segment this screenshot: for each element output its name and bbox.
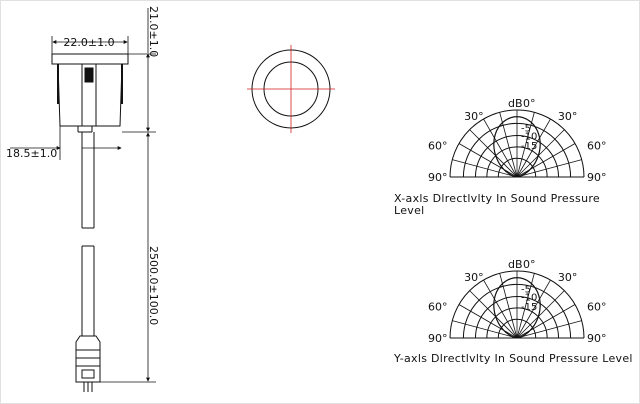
db-ring-label: -5: [521, 284, 531, 295]
polar-spoke: [516, 159, 582, 178]
angle-label: 30°: [558, 110, 578, 123]
polar-spoke: [452, 159, 518, 178]
dim-top-height: 21.0±1.0: [147, 6, 160, 57]
polar-spoke: [516, 118, 551, 178]
angle-label: 90°: [428, 171, 448, 184]
angle-label: 30°: [464, 110, 484, 123]
db-ring-label: -10: [521, 131, 537, 142]
dimension-lines: [10, 8, 156, 383]
y-axis-caption: Y-axls Dlrectlvlty In Sound Pressure Lev…: [394, 352, 633, 365]
polar-spoke: [483, 279, 518, 339]
polar-spoke: [516, 279, 551, 339]
directivity-lobe: [493, 116, 541, 177]
angle-label: 0°: [523, 97, 536, 110]
angle-label: 60°: [587, 140, 607, 153]
cable: [81, 132, 95, 336]
x-axis-caption: X-axls Dlrectlvlty In Sound Pressure Lev…: [394, 192, 600, 217]
polar-spoke: [516, 143, 576, 178]
dim-cable-length: 2500.0±100.0: [147, 246, 160, 325]
polar-spoke: [469, 290, 518, 339]
polar-spoke: [469, 129, 518, 178]
polar-spoke: [458, 143, 518, 178]
db-ring-label: -5: [521, 123, 531, 134]
db-ring-label: -15: [521, 302, 537, 313]
db-unit-label: dB: [508, 97, 523, 110]
angle-label: 30°: [464, 271, 484, 284]
directivity-lobe: [493, 277, 541, 338]
sensor-clip: [81, 63, 97, 127]
angle-label: 90°: [587, 332, 607, 345]
angle-label: 90°: [587, 171, 607, 184]
angle-label: 60°: [428, 140, 448, 153]
sensor-side-view: [51, 53, 129, 133]
db-ring-label: -10: [521, 292, 537, 303]
dim-body-width: 22.0±1.0: [63, 36, 114, 49]
angle-label: 30°: [558, 271, 578, 284]
db-unit-label: dB: [508, 258, 523, 271]
polar-spoke: [483, 118, 518, 178]
angle-label: 60°: [428, 301, 448, 314]
angle-label: 90°: [428, 332, 448, 345]
polar-spoke: [516, 129, 565, 178]
dim-side-offset: 18.5±1.0: [6, 147, 57, 160]
sensor-top-view: [247, 45, 335, 133]
connector-plug: [75, 335, 101, 392]
polar-spoke: [516, 320, 582, 339]
polar-spoke: [452, 320, 518, 339]
polar-spoke: [458, 304, 518, 339]
db-ring-label: -15: [521, 141, 537, 152]
sensor-flange: [51, 53, 129, 65]
angle-label: 0°: [523, 258, 536, 271]
angle-label: 60°: [587, 301, 607, 314]
polar-spoke: [516, 304, 576, 339]
polar-spoke: [516, 290, 565, 339]
